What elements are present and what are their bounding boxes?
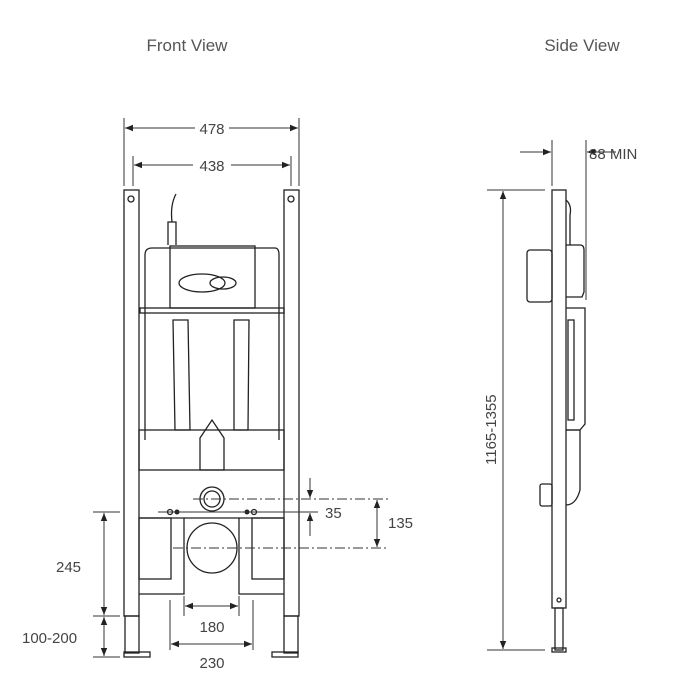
cistern — [138, 193, 285, 471]
dim-135: 135 — [388, 515, 413, 532]
dim-478: 478 — [199, 121, 224, 138]
dim-35: 35 — [325, 505, 342, 522]
side-frame — [526, 189, 586, 653]
dim-88-min: 88 MIN — [589, 146, 637, 163]
dim-180: 180 — [199, 619, 224, 636]
front-frame — [123, 189, 300, 658]
front-view-title: Front View — [147, 36, 229, 55]
dim-100-200: 100-200 — [22, 630, 77, 647]
side-dimensions: 88 MIN 1165-1355 — [483, 140, 637, 651]
dim-230: 230 — [199, 655, 224, 672]
side-view-title: Side View — [544, 36, 620, 55]
flush-plate — [526, 249, 553, 303]
dim-245: 245 — [56, 559, 81, 576]
dim-438: 438 — [199, 158, 224, 175]
front-dimensions: 478 438 35 135 245 100-200 180 230 — [22, 118, 413, 672]
dim-1165-1355: 1165-1355 — [483, 394, 500, 465]
